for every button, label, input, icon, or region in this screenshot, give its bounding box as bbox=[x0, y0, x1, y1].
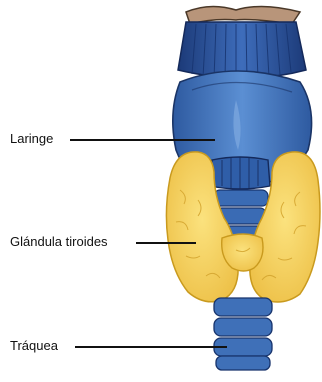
cricoid-cartilage bbox=[210, 157, 270, 189]
trachea bbox=[214, 298, 272, 370]
label-glandula-tiroides: Glándula tiroides bbox=[10, 234, 108, 250]
leader-traquea bbox=[75, 346, 227, 348]
label-traquea: Tráquea bbox=[10, 338, 58, 354]
leader-glandula-tiroides bbox=[136, 242, 196, 244]
leader-laringe bbox=[70, 139, 215, 141]
label-laringe: Laringe bbox=[10, 131, 53, 147]
